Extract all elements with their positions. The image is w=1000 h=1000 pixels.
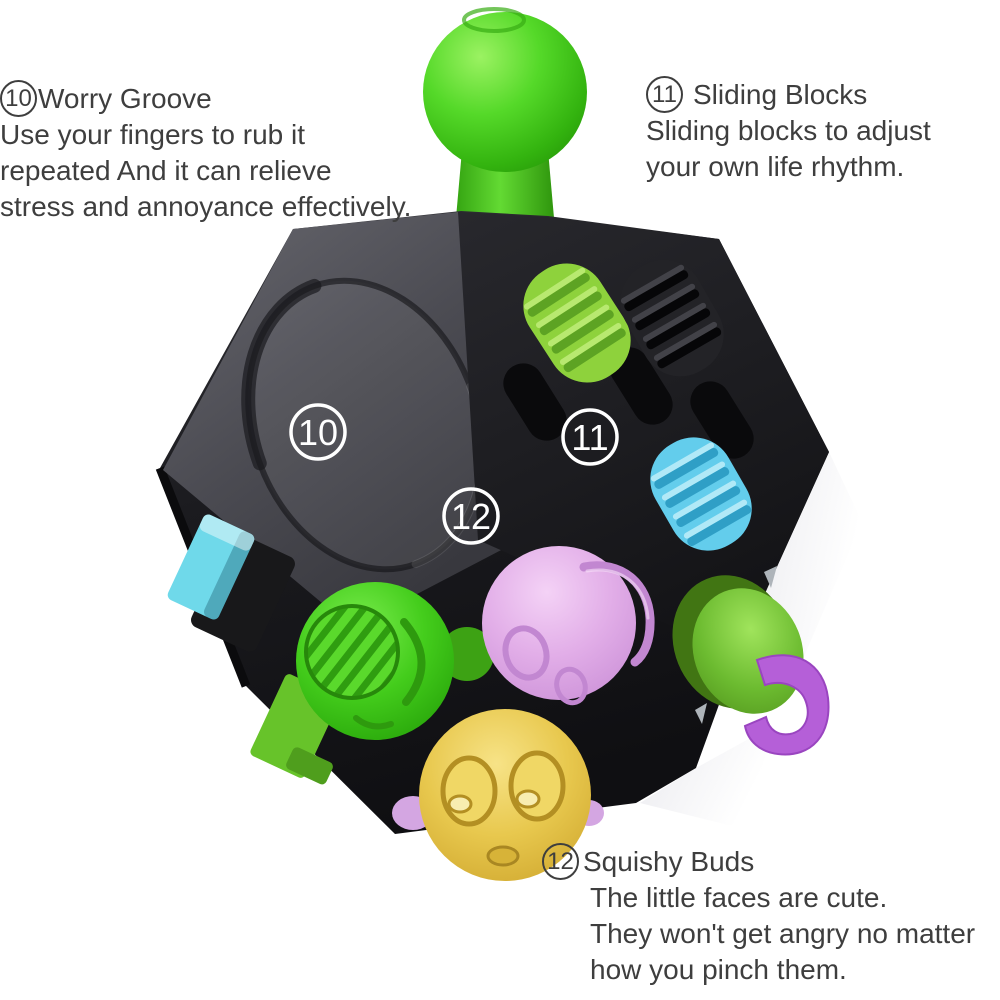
joystick-ball: [423, 12, 587, 172]
side-switch-cap: [167, 514, 255, 620]
annotation-line: stress and annoyance effectively.: [0, 191, 412, 222]
annotation-title-row: 10 Worry Groove: [0, 80, 411, 117]
squishy-bud-pink-body: [482, 546, 636, 700]
toy-label-squishy-buds: 12: [442, 487, 500, 545]
knob-pin-top: [764, 566, 777, 588]
side-wedge-tab: [286, 747, 333, 785]
squishy-bud-yellow-body: [419, 709, 591, 881]
squishy-bud-green[interactable]: [278, 581, 454, 740]
annotation-title-row: 12 Squishy Buds: [542, 843, 975, 880]
sliding-block-black[interactable]: [606, 245, 739, 391]
sliding-block-blue-ridges: [650, 442, 752, 547]
pink-face-brow: [579, 561, 655, 667]
annotation-sliding-blocks: 11 Sliding Blocks Sliding blocks to adju…: [646, 76, 931, 185]
toy-label-sliding-blocks: 11: [561, 408, 619, 466]
annotation-squishy-buds: 12 Squishy Buds The little faces are cut…: [542, 843, 975, 988]
worry-groove-face: [163, 212, 505, 628]
joystick-ball-dimple: [462, 7, 526, 33]
circled-number-11: 11: [646, 76, 683, 113]
annotation-title-row: 11 Sliding Blocks: [646, 76, 931, 113]
slider-slot: [609, 347, 673, 425]
slider-slot: [690, 381, 754, 459]
annotation-line: They won't get angry no matter: [590, 918, 976, 949]
side-switch-shade: [203, 531, 255, 620]
green-face-smile: [400, 618, 426, 706]
white-side-face-bottom-right: [640, 726, 772, 830]
side-switch-highlight: [199, 514, 255, 551]
slider-slots: [503, 347, 754, 459]
toy-label-number: 11: [571, 417, 608, 458]
annotation-line: Use your fingers to rub it: [0, 119, 306, 150]
side-switch-cyan[interactable]: [166, 513, 298, 655]
joystick-knob: [423, 7, 587, 218]
toy-label-number: 12: [451, 496, 491, 537]
yellow-face-eye-left: [440, 755, 498, 827]
squishy-bud-pink[interactable]: [482, 546, 655, 706]
annotation-title: Sliding Blocks: [693, 78, 868, 110]
pink-face-eye-right: [554, 666, 588, 706]
annotation-worry-groove: 10 Worry Groove Use your fingers to rub …: [0, 80, 411, 225]
yellow-face-eye-right: [508, 750, 566, 822]
circled-number-12: 12: [542, 843, 579, 880]
toy-label-number: 10: [298, 412, 338, 453]
toy-label-circle: [442, 487, 500, 545]
sliding-block-green[interactable]: [508, 248, 646, 398]
annotation-line: repeated And it can relieve: [0, 155, 332, 186]
green-face-patch-stripes: [306, 606, 398, 698]
annotation-line: how you pinch them.: [590, 954, 847, 985]
side-switch-holder: [191, 532, 295, 652]
annotation-title: Squishy Buds: [583, 845, 755, 877]
slider-slot: [503, 363, 567, 441]
toy-label-circle: [289, 403, 347, 461]
toy-label-worry-groove: 10: [289, 403, 347, 461]
sliding-block-green-ridges: [523, 267, 626, 373]
annotation-lines: The little faces are cute. They won't ge…: [590, 880, 975, 988]
circled-number-10: 10: [0, 80, 37, 117]
pink-face-eye-left: [502, 625, 550, 681]
toy-label-circle: [561, 408, 619, 466]
annotation-line: Sliding blocks to adjust: [646, 115, 931, 146]
hook-purple[interactable]: [743, 654, 830, 756]
annotation-title: Worry Groove: [38, 82, 212, 114]
yellow-face-mouth: [486, 845, 520, 867]
green-face-chin: [353, 715, 394, 730]
squishy-bud-yellow[interactable]: [419, 709, 591, 881]
pink-face-brow-highlight: [585, 568, 650, 620]
green-face-patch-rim: [304, 604, 400, 700]
worry-groove-shadow: [241, 278, 322, 471]
knob-pin-bottom: [695, 703, 707, 724]
annotation-line: your own life rhythm.: [646, 151, 905, 182]
annotation-line: The little faces are cute.: [590, 882, 888, 913]
sliding-block-black-ridges: [620, 264, 722, 369]
sliding-block-blue[interactable]: [636, 423, 767, 565]
